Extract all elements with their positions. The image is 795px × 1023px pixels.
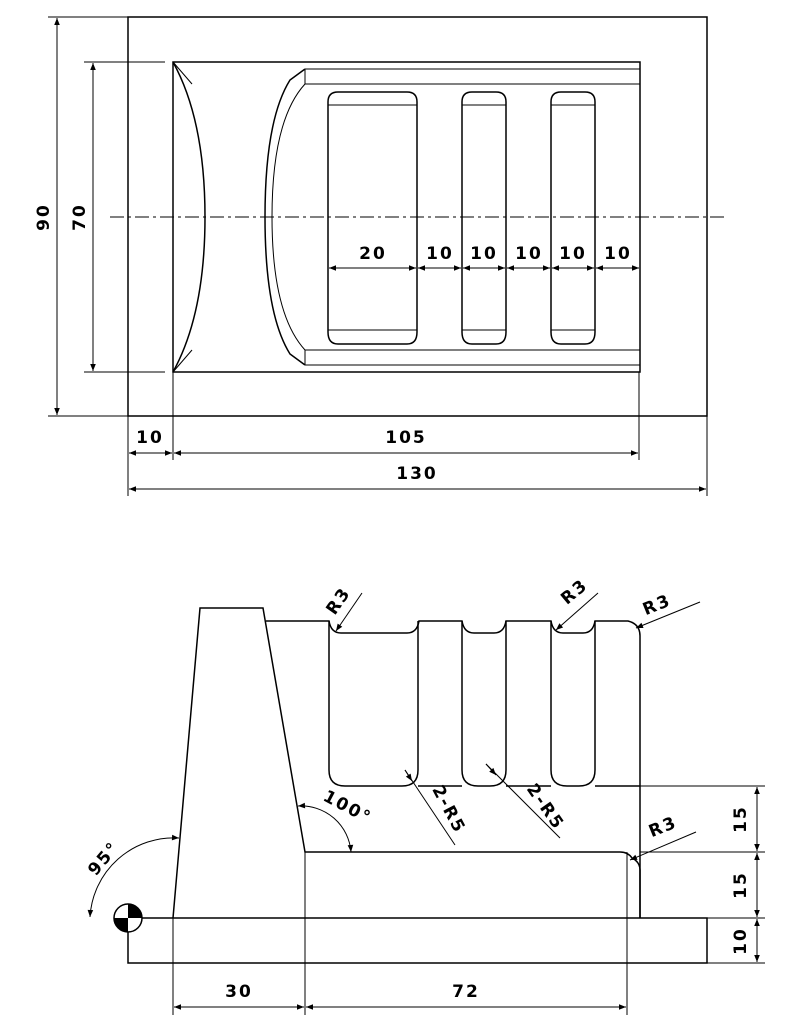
slot-middle-profile (461, 621, 507, 787)
r5-leader (404, 769, 456, 846)
dim-30-label: 30 (225, 982, 253, 1002)
dim-15-top-label: 15 (731, 805, 751, 833)
r3-label: R3 (646, 813, 680, 842)
dim-15-bottom-label: 15 (731, 871, 751, 899)
slot-wide (327, 91, 418, 345)
slot-middle (461, 91, 507, 345)
dim-130-label: 130 (396, 464, 438, 484)
r3-leader (629, 831, 697, 861)
body-outline-left (172, 607, 641, 919)
r5-leader (485, 763, 561, 839)
r3-leader (635, 601, 701, 629)
r5-label: 2-R5 (427, 782, 469, 837)
datum-symbol-icon (113, 903, 143, 933)
dim-10-base-label: 10 (731, 927, 751, 955)
dim-90-label: 90 (34, 203, 54, 231)
left-chamfer-top (172, 61, 193, 85)
angle-95-arc (87, 834, 180, 918)
slot-right (550, 91, 596, 345)
r5-arrow (485, 763, 497, 776)
angle-100-arc (297, 802, 354, 853)
dim-20-label: 20 (359, 244, 387, 264)
slotted-top-profile (266, 620, 641, 918)
angle-100-label: 100° (320, 787, 375, 829)
base-plate (127, 917, 708, 964)
slot-right-profile (550, 621, 596, 787)
r3-leader (555, 592, 599, 631)
dim-10-label: 10 (604, 244, 632, 264)
dim-72-label: 72 (452, 982, 480, 1002)
dim-10-left-label: 10 (136, 428, 164, 448)
top-view: 90 70 20 10 10 10 10 10 10 105 130 (34, 16, 725, 496)
left-chamfer-bottom (172, 349, 193, 373)
slot-wide-profile (328, 621, 419, 787)
front-view: 95° 100° R3 R3 R3 R3 2-R5 2-R5 15 15 10 (84, 575, 765, 1015)
dim-10-label: 10 (470, 244, 498, 264)
r5-arrow (404, 769, 413, 782)
dim-105-label: 105 (385, 428, 427, 448)
r3-label: R3 (640, 591, 674, 620)
dim-10-label: 10 (515, 244, 543, 264)
r3-label: R3 (557, 575, 592, 609)
r3-label: R3 (322, 584, 355, 619)
r3-leader (335, 592, 363, 632)
dim-10-label: 10 (559, 244, 587, 264)
dim-10-label: 10 (426, 244, 454, 264)
dim-70-label: 70 (70, 203, 90, 231)
